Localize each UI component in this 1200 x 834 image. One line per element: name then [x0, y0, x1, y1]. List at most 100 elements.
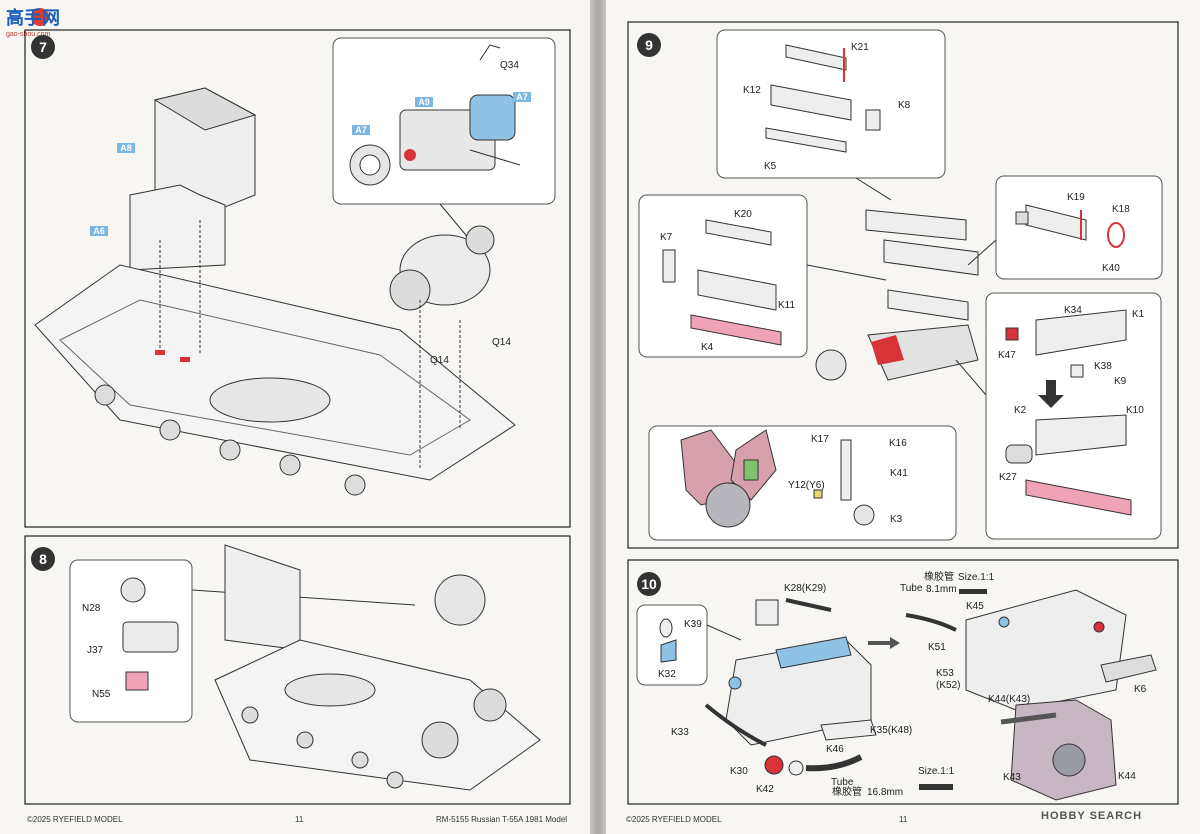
watermark-logo: 高手网 gao-shou.com: [6, 7, 60, 38]
step7-callouts: A8 A6 A9 A7 A7 Q34 Q14 Q14: [90, 60, 531, 366]
step10-inset-parts: [659, 618, 742, 663]
step9-left-leader: [806, 264, 887, 281]
tube2-cjk: 橡胶管: [832, 785, 862, 798]
step8-main-assembly: [214, 544, 541, 791]
tube2-scale: Size.1:1: [918, 766, 955, 777]
step10-badge: [637, 572, 661, 596]
step7-leader: [439, 203, 471, 241]
watermark-hobby-search: HOBBY SEARCH: [1041, 810, 1143, 822]
right-page-drawing: 9 K21 K12 K8 K5 K20 K7: [627, 21, 1179, 805]
tube1-scale-bar: [959, 589, 987, 594]
tube1-size: 8.1mm: [926, 584, 957, 595]
label-k46: K46: [826, 744, 844, 755]
label-k38: K38: [1094, 361, 1112, 372]
step9-bottom-parts: [680, 429, 875, 528]
label-k51: K51: [928, 642, 946, 653]
step10-left-engine: [704, 598, 877, 776]
binding-gutter: [590, 0, 606, 834]
left-page-drawing: 高手网 gao-shou.com 7: [6, 7, 571, 805]
label-n55: N55: [92, 689, 111, 700]
step7-panel: [24, 29, 571, 528]
label-k44-k43: K44(K43): [988, 694, 1030, 705]
label-k47: K47: [998, 350, 1016, 361]
label-q34: Q34: [500, 60, 519, 71]
step10-panel: [627, 559, 1179, 805]
label-k34: K34: [1064, 305, 1082, 316]
label-a7-right: A7: [516, 92, 528, 102]
step7-number: 7: [39, 39, 47, 55]
label-k8: K8: [898, 100, 911, 111]
label-k42: K42: [756, 784, 774, 795]
step9-top-leader: [855, 177, 892, 201]
label-k30: K30: [730, 766, 748, 777]
label-k2: K2: [1014, 405, 1027, 416]
left-footer-model: RM-5155 Russian T-55A 1981 Model: [436, 815, 568, 824]
label-q14-right: Q14: [492, 337, 511, 348]
step9-badge: [637, 33, 661, 57]
label-k40: K40: [1102, 263, 1120, 274]
step10-arrow: [868, 637, 900, 649]
label-a9: A9: [418, 97, 430, 107]
label-k35: K35(K48): [870, 725, 912, 736]
label-n28: N28: [82, 603, 101, 614]
label-y12: Y12(Y6): [788, 480, 825, 491]
right-footer-page: 11: [899, 815, 908, 824]
label-k43: K43: [1003, 772, 1021, 783]
step9-top-parts: [765, 44, 881, 153]
step10-number: 10: [641, 576, 657, 592]
watermark-top-text: 高手网: [6, 7, 60, 29]
step9-right-leader: [955, 359, 987, 396]
step9-number: 9: [645, 37, 653, 53]
label-k10: K10: [1126, 405, 1144, 416]
label-k1: K1: [1132, 309, 1145, 320]
label-k32: K32: [658, 669, 676, 680]
label-k5: K5: [764, 161, 777, 172]
step9-right-bottom-inset: [985, 292, 1162, 540]
label-a7-left: A7: [355, 125, 367, 135]
label-k28: K28(K29): [784, 583, 826, 594]
step7-main-assembly: [34, 87, 516, 496]
label-q14-left: Q14: [430, 355, 449, 366]
label-k4: K4: [701, 342, 714, 353]
label-k21: K21: [851, 42, 869, 53]
step9-right-top-leader: [967, 239, 997, 266]
label-j37: J37: [87, 645, 104, 656]
label-a6: A6: [93, 226, 105, 236]
right-footer-copyright: ©2025 RYEFIELD MODEL: [626, 815, 722, 824]
label-k41: K41: [890, 468, 908, 479]
label-k45: K45: [966, 601, 984, 612]
tube2-word: Tube: [831, 777, 854, 788]
right-page: 9 K21 K12 K8 K5 K20 K7: [606, 0, 1200, 834]
label-k53: K53: [936, 668, 954, 679]
label-k18: K18: [1112, 204, 1130, 215]
tube1-scale: Size.1:1: [958, 572, 995, 583]
label-k39: K39: [684, 619, 702, 630]
step8-inset-parts: [120, 577, 416, 691]
step9-right-top-parts: [1015, 204, 1125, 248]
step7-engine-inset: [349, 44, 521, 186]
label-k12: K12: [743, 85, 761, 96]
step8-badge: [31, 547, 55, 571]
label-k20: K20: [734, 209, 752, 220]
label-k9: K9: [1114, 376, 1127, 387]
left-footer-page: 11: [295, 815, 304, 824]
step9-center-engine: [815, 209, 979, 381]
left-footer-copyright: ©2025 RYEFIELD MODEL: [27, 815, 123, 824]
label-k19: K19: [1067, 192, 1085, 203]
label-k17: K17: [811, 434, 829, 445]
tube1-cjk: 橡胶管: [924, 570, 954, 583]
label-a8: A8: [120, 143, 132, 153]
label-k16: K16: [889, 438, 907, 449]
step9-right-bottom-parts: [1005, 309, 1132, 516]
tube2-scale-bar: [919, 784, 953, 790]
step8-panel: [24, 535, 571, 805]
left-page: 高手网 gao-shou.com 7: [0, 0, 590, 834]
step10-right-engine: [905, 589, 1157, 801]
step8-number: 8: [39, 551, 47, 567]
label-k44: K44: [1118, 771, 1136, 782]
label-k27: K27: [999, 472, 1017, 483]
label-k11: K11: [778, 300, 795, 311]
step9-left-parts: [662, 219, 782, 346]
step7-badge: [31, 35, 55, 59]
